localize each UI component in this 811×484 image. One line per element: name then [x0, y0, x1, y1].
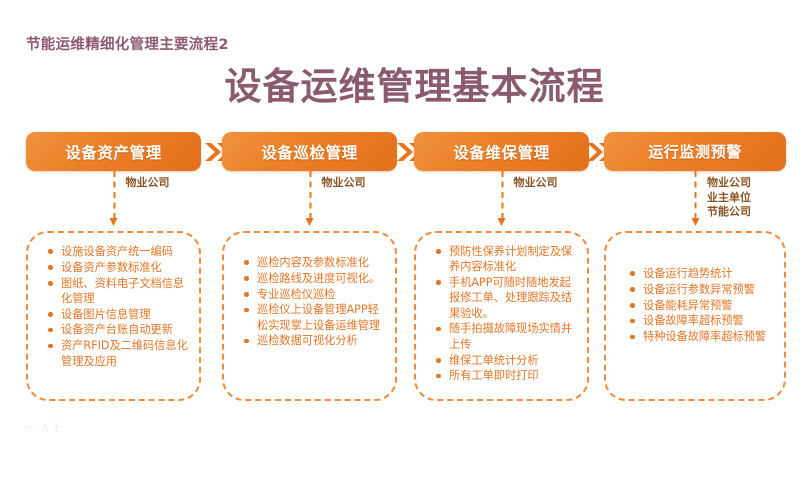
flow-column-maintenance: 设备维保管理 物业公司 预防性保养计划制定及保养内容标准化 手机APP可随时随地… [414, 132, 589, 422]
role-labels-inspection: 物业公司 [322, 176, 366, 191]
stage-header-maintenance[interactable]: 设备维保管理 [414, 132, 589, 171]
list-item: 图纸、资料电子文档信息化管理 [48, 276, 190, 307]
stage-header-inspection[interactable]: 设备巡检管理 [222, 132, 397, 171]
page-title: 设备运维管理基本流程 [0, 64, 811, 110]
role-labels-asset: 物业公司 [126, 176, 170, 191]
role-label: 节能公司 [707, 205, 751, 218]
faint-edge-artifact: ⌐∧Ͱ [24, 421, 68, 436]
page-title-text: 设备运维管理基本流程 [224, 65, 605, 108]
list-item: 设备资产台账自动更新 [48, 322, 190, 337]
list-item: 维保工单统计分析 [436, 353, 578, 368]
detail-list-monitoring: 设备运行趋势统计 设备运行参数异常预警 设备能耗异常预警 设备故障率超标预警 特… [606, 233, 784, 344]
list-item: 巡检数据可视化分析 [244, 333, 386, 348]
detail-list-inspection: 巡检内容及参数标准化 巡检路线及进度可视化。 专业巡检仪巡检 巡检仪上设备管理A… [224, 233, 395, 349]
role-label: 物业公司 [513, 176, 558, 189]
detail-card-monitoring: 设备运行趋势统计 设备运行参数异常预警 设备能耗异常预警 设备故障率超标预警 特… [604, 231, 786, 401]
detail-list-maintenance: 预防性保养计划制定及保养内容标准化 手机APP可随时随地发起报修工单、处理跟踪及… [416, 233, 587, 384]
flow-column-inspection: 设备巡检管理 物业公司 巡检内容及参数标准化 巡检路线及进度可视化。 专业巡检仪… [222, 132, 397, 422]
flow-column-monitoring: 运行监测预警 物业公司 业主单位 节能公司 设备运行趋势统计 设备运行参数异常预… [604, 132, 786, 422]
stage-header-asset[interactable]: 设备资产管理 [26, 132, 201, 171]
detail-card-maintenance: 预防性保养计划制定及保养内容标准化 手机APP可随时随地发起报修工单、处理跟踪及… [414, 231, 589, 401]
list-item: 随手拍摄故障现场实情并上传 [436, 321, 578, 352]
list-item: 资产RFID及二维码信息化管理及应用 [48, 338, 190, 369]
role-labels-monitoring: 物业公司 业主单位 节能公司 [707, 176, 751, 220]
stage-header-monitoring[interactable]: 运行监测预警 [604, 132, 786, 171]
role-labels-maintenance: 物业公司 [514, 176, 558, 191]
list-item: 巡检仪上设备管理APP轻松实现掌上设备运维管理 [244, 302, 386, 333]
list-item: 设备资产参数标准化 [48, 260, 190, 275]
list-item: 设备故障率超标预警 [630, 313, 775, 328]
connector-arrow-inspection [305, 171, 314, 227]
process-flow-diagram: 设备资产管理 物业公司 设施设备资产统一编码 设备资产参数标准化 图纸、资料电子… [26, 132, 786, 422]
stage-title: 设备维保管理 [453, 143, 550, 162]
connector-arrow-monitoring [691, 171, 699, 227]
list-item: 设备运行参数异常预警 [630, 282, 775, 297]
list-item: 设备能耗异常预警 [630, 298, 775, 313]
connector-arrow-maintenance [497, 171, 506, 227]
role-label: 业主单位 [707, 190, 751, 204]
detail-card-asset: 设施设备资产统一编码 设备资产参数标准化 图纸、资料电子文档信息化管理 设备图片… [26, 231, 201, 401]
detail-card-inspection: 巡检内容及参数标准化 巡检路线及进度可视化。 专业巡检仪巡检 巡检仪上设备管理A… [222, 231, 397, 401]
list-item: 预防性保养计划制定及保养内容标准化 [436, 244, 578, 275]
stage-title: 设备巡检管理 [261, 143, 358, 162]
list-item: 手机APP可随时随地发起报修工单、处理跟踪及结果验收。 [436, 275, 578, 321]
list-item: 巡检路线及进度可视化。 [244, 271, 386, 286]
list-item: 设备图片信息管理 [48, 307, 190, 322]
detail-list-asset: 设施设备资产统一编码 设备资产参数标准化 图纸、资料电子文档信息化管理 设备图片… [28, 233, 199, 369]
stage-title: 设备资产管理 [65, 143, 162, 162]
role-label: 物业公司 [125, 176, 170, 189]
list-item: 特种设备故障率超标预警 [630, 329, 775, 344]
flow-column-asset: 设备资产管理 物业公司 设施设备资产统一编码 设备资产参数标准化 图纸、资料电子… [26, 132, 201, 422]
list-item: 巡检内容及参数标准化 [244, 255, 386, 270]
role-label: 物业公司 [321, 176, 366, 189]
list-item: 设施设备资产统一编码 [48, 244, 190, 259]
list-item: 专业巡检仪巡检 [244, 287, 386, 302]
list-item: 设备运行趋势统计 [630, 266, 775, 281]
role-label: 物业公司 [707, 176, 751, 189]
connector-arrow-asset [109, 171, 118, 227]
list-item: 所有工单即时打印 [436, 368, 578, 383]
stage-title: 运行监测预警 [648, 143, 742, 161]
slide-kicker: 节能运维精细化管理主要流程2 [26, 37, 229, 53]
